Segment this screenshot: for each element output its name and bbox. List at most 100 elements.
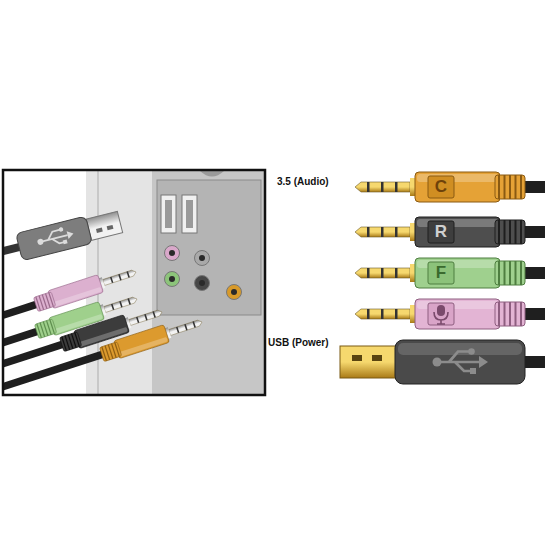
grip-rib bbox=[504, 175, 506, 199]
grip-rib bbox=[498, 175, 500, 199]
plug-pin bbox=[104, 296, 138, 312]
drawing-part bbox=[352, 355, 362, 361]
section-label: USB (Power) bbox=[268, 337, 329, 348]
plug-grip bbox=[34, 319, 56, 339]
frame-ground bbox=[3, 170, 265, 395]
audio-plug bbox=[355, 172, 545, 202]
usb-plug bbox=[340, 340, 545, 384]
grip-rib bbox=[498, 302, 500, 326]
usb-port bbox=[161, 195, 176, 233]
audio-plug bbox=[4, 313, 205, 394]
audio-jack bbox=[165, 272, 180, 287]
plug-letter: R bbox=[435, 223, 447, 242]
pin-ring bbox=[192, 321, 195, 327]
frame-border bbox=[3, 170, 265, 395]
jack-hole bbox=[199, 280, 205, 286]
back-panel bbox=[152, 171, 264, 394]
audio-jack bbox=[165, 246, 180, 261]
pin-ring bbox=[127, 298, 130, 304]
plug-grip bbox=[59, 332, 81, 352]
usb-port-tongue bbox=[165, 200, 172, 228]
pin-ring bbox=[395, 309, 398, 319]
drawing-part bbox=[39, 228, 69, 247]
drawing-part bbox=[434, 312, 448, 324]
plug-letter: F bbox=[436, 264, 446, 283]
pin-ring bbox=[381, 182, 384, 192]
plug-pin bbox=[129, 309, 163, 325]
plug-grip bbox=[495, 302, 525, 326]
letter-panel bbox=[428, 176, 454, 198]
usb-icon bbox=[35, 225, 75, 251]
drawing-part bbox=[107, 225, 114, 230]
plug-body bbox=[415, 217, 500, 247]
pin-ring bbox=[395, 227, 398, 237]
letter-panel bbox=[428, 303, 454, 325]
plug-cable bbox=[4, 350, 106, 391]
io-plate bbox=[157, 180, 261, 315]
drawing-part bbox=[35, 225, 75, 251]
jack-hole bbox=[169, 250, 175, 256]
grip-rib bbox=[509, 261, 511, 285]
pin-ring bbox=[152, 311, 155, 317]
plug-pin bbox=[355, 182, 410, 192]
drawing-part bbox=[58, 227, 63, 232]
pin-ring bbox=[367, 227, 370, 237]
grip-rib bbox=[520, 175, 522, 199]
pin-ring bbox=[381, 268, 384, 278]
pin-ring bbox=[184, 324, 187, 330]
grip-rib bbox=[504, 220, 506, 244]
pin-ring bbox=[395, 268, 398, 278]
drawing-part bbox=[437, 305, 445, 316]
grip-rib bbox=[515, 302, 517, 326]
usb-plug bbox=[4, 208, 123, 269]
pin-ring bbox=[395, 182, 398, 192]
grip-rib bbox=[102, 347, 107, 361]
plug-pin bbox=[103, 269, 137, 285]
drawing-part bbox=[372, 355, 382, 361]
pin-ring bbox=[111, 304, 114, 310]
drawing-part bbox=[63, 239, 68, 244]
drawing-part bbox=[479, 356, 488, 368]
pin-ring bbox=[118, 274, 121, 280]
grip-rib bbox=[36, 297, 41, 311]
pin-ring bbox=[144, 314, 147, 320]
grip-rib bbox=[515, 261, 517, 285]
audio-plug bbox=[355, 258, 545, 288]
grip-rib bbox=[498, 261, 500, 285]
pin-ring bbox=[136, 317, 139, 323]
grip-rib bbox=[498, 220, 500, 244]
jack-hole bbox=[169, 276, 175, 282]
plug-grip bbox=[33, 292, 55, 312]
grip-rib bbox=[520, 220, 522, 244]
plug-shine bbox=[119, 337, 168, 357]
pc-scene bbox=[4, 171, 264, 394]
plug-grip bbox=[99, 342, 121, 362]
plug-grip bbox=[495, 261, 525, 285]
drawing-part bbox=[67, 230, 75, 239]
pin-ring bbox=[119, 301, 122, 307]
letter-panel bbox=[428, 221, 454, 243]
grip-rib bbox=[515, 220, 517, 244]
plug-letter: C bbox=[435, 178, 447, 197]
jack-hole bbox=[199, 255, 205, 261]
drawing-part bbox=[340, 346, 398, 378]
drawing-part bbox=[395, 340, 525, 384]
plug-grip bbox=[495, 220, 525, 244]
plug-body bbox=[415, 172, 500, 202]
grip-rib bbox=[509, 220, 511, 244]
audio-jack bbox=[227, 285, 242, 300]
plug-pin bbox=[355, 309, 410, 319]
usb-port-tongue bbox=[186, 200, 193, 228]
plug-pin bbox=[169, 319, 203, 335]
panel-notch bbox=[200, 171, 224, 177]
drawing-part bbox=[468, 348, 475, 355]
grip-rib bbox=[520, 302, 522, 326]
grip-rib bbox=[504, 261, 506, 285]
drawing-part bbox=[398, 343, 522, 355]
pin-ring bbox=[367, 182, 370, 192]
pin-ring bbox=[110, 277, 113, 283]
grip-rib bbox=[62, 337, 67, 351]
usb-icon bbox=[433, 348, 489, 374]
